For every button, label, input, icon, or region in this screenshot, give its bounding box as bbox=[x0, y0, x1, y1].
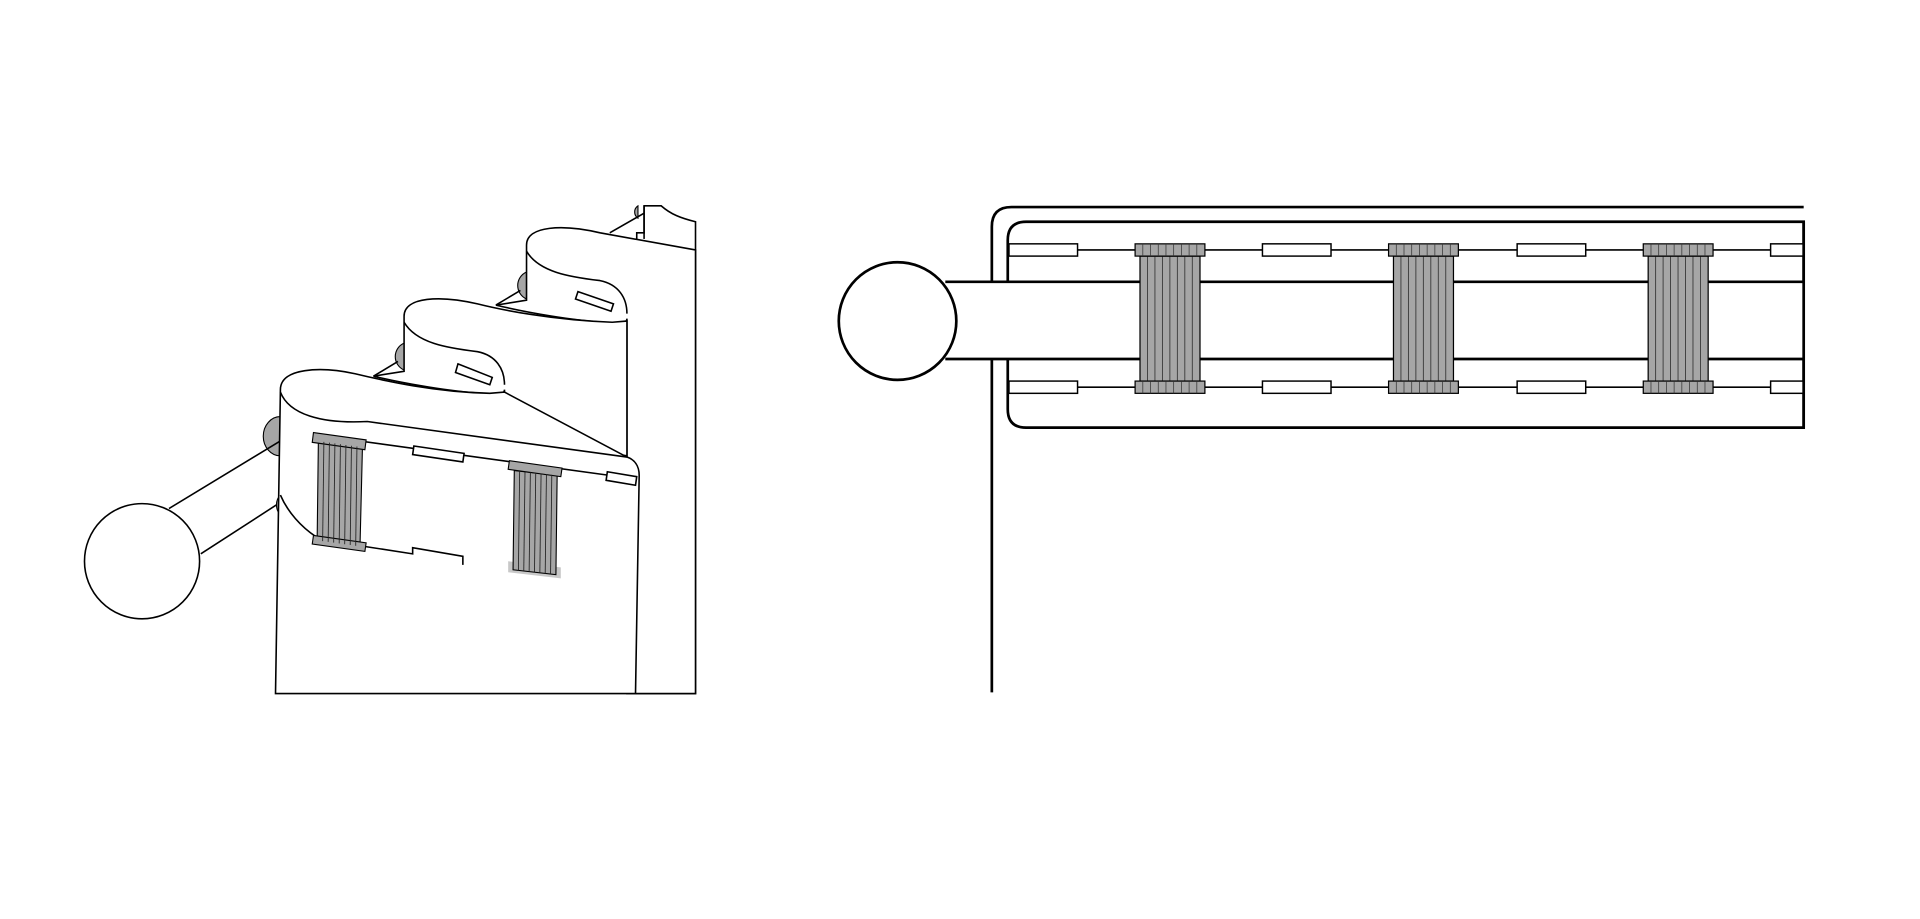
curtain-heading-outline bbox=[1006, 220, 1806, 429]
hook-slot bbox=[605, 470, 638, 487]
pleat-tape bbox=[1134, 243, 1206, 394]
hook-slot bbox=[1008, 380, 1079, 395]
pleat-tape bbox=[507, 460, 563, 579]
rod-bracket-icon bbox=[394, 342, 405, 371]
hook-slot bbox=[1261, 243, 1332, 257]
pleat-fold-2 bbox=[373, 298, 628, 457]
rod-bracket-icon bbox=[517, 271, 528, 300]
hook-slot bbox=[1516, 380, 1587, 395]
hook-slot bbox=[1261, 380, 1332, 395]
pleat-tape bbox=[1642, 243, 1714, 394]
hook-slot bbox=[411, 445, 465, 463]
rod-finial bbox=[83, 502, 201, 620]
hook-slot bbox=[1769, 380, 1805, 395]
hook-slot bbox=[1769, 243, 1805, 257]
rod-bracket-icon bbox=[262, 416, 281, 457]
pleat-fold-1-front-panel bbox=[274, 368, 640, 695]
top-view bbox=[837, 205, 1806, 693]
outer-frame bbox=[990, 205, 1804, 693]
pleat-tape bbox=[1387, 243, 1459, 394]
rod-finial bbox=[837, 260, 958, 382]
curtain-rod bbox=[83, 416, 285, 620]
pleat-tape bbox=[311, 431, 367, 553]
rod-bracket-icon bbox=[634, 204, 639, 220]
hook-slot bbox=[1008, 243, 1079, 257]
hook-slot bbox=[1516, 243, 1587, 257]
perspective-view bbox=[83, 204, 697, 695]
